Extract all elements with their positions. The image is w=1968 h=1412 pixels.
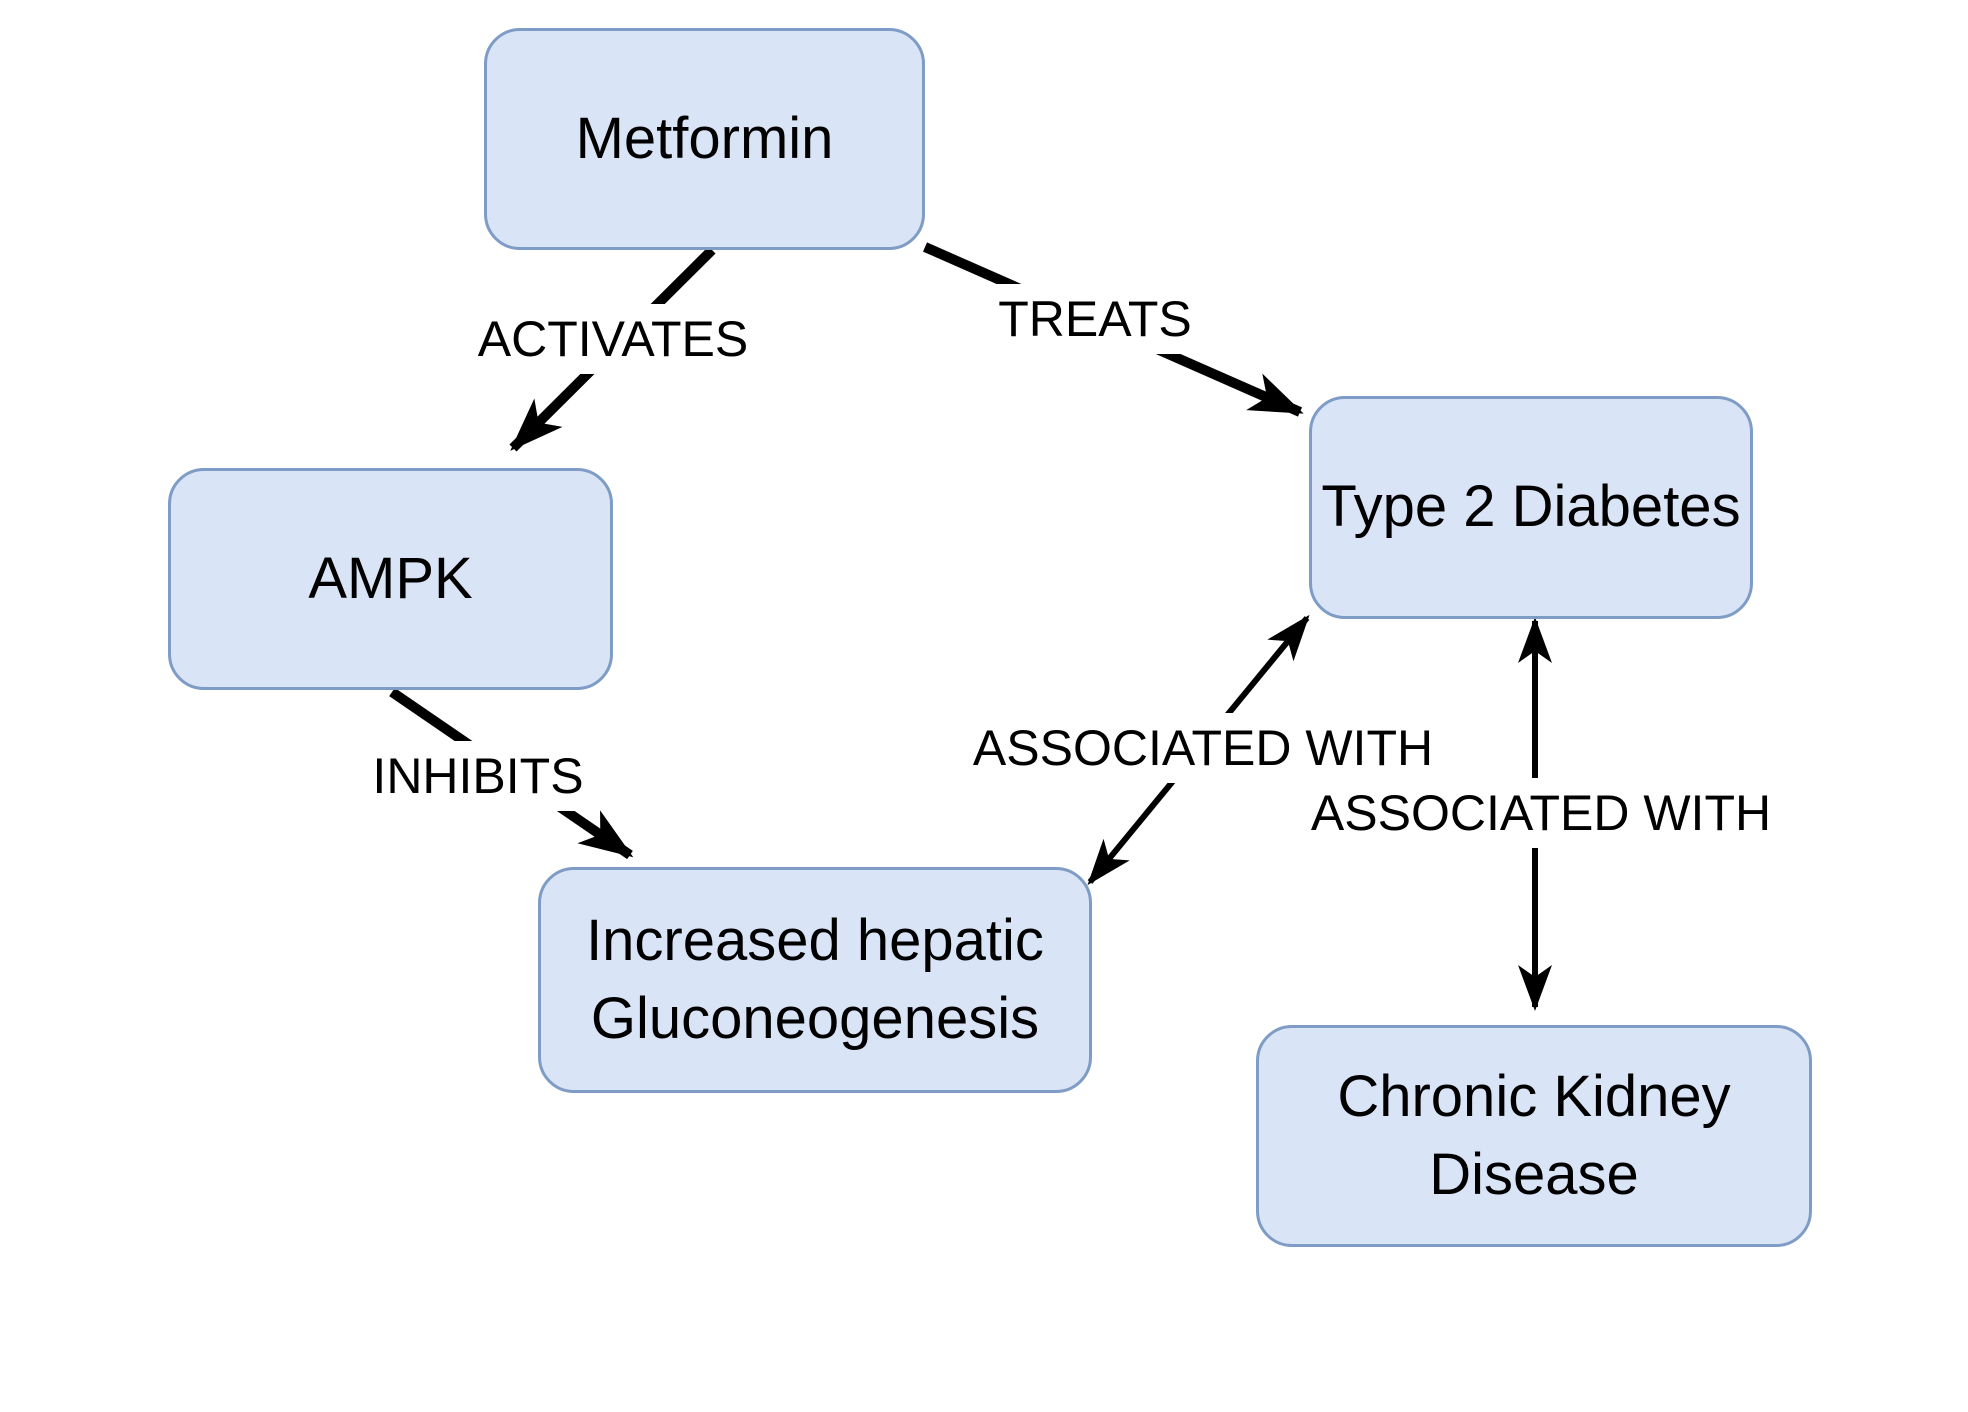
node-type-2-diabetes: Type 2 Diabetes — [1309, 396, 1753, 619]
node-type-2-diabetes-label: Type 2 Diabetes — [1321, 474, 1741, 540]
edge-label-activates: ACTIVATES — [467, 304, 759, 374]
node-increased-hepatic-gluconeogenesis-label-line2: Gluconeogenesis — [590, 986, 1040, 1051]
edge-label-inhibits: INHIBITS — [362, 741, 594, 811]
edge-label-associated-with-t2d-ckd: ASSOCIATED WITH — [1300, 778, 1782, 848]
node-increased-hepatic-gluconeogenesis: Increased hepatic Gluconeogenesis — [538, 867, 1092, 1093]
node-metformin: Metformin — [484, 28, 925, 250]
node-chronic-kidney-disease: Chronic Kidney Disease — [1256, 1025, 1812, 1247]
node-ampk: AMPK — [168, 468, 613, 690]
node-chronic-kidney-disease-label-line1: Chronic Kidney — [1337, 1063, 1731, 1129]
node-chronic-kidney-disease-label-line2: Disease — [1429, 1142, 1639, 1207]
node-ampk-label: AMPK — [308, 545, 473, 611]
edge-label-treats: TREATS — [988, 284, 1202, 354]
node-increased-hepatic-gluconeogenesis-label-line1: Increased hepatic — [586, 907, 1044, 973]
edge-label-associated-with-gluconeogenesis-t2d: ASSOCIATED WITH — [962, 713, 1444, 783]
node-metformin-label: Metformin — [575, 105, 834, 171]
